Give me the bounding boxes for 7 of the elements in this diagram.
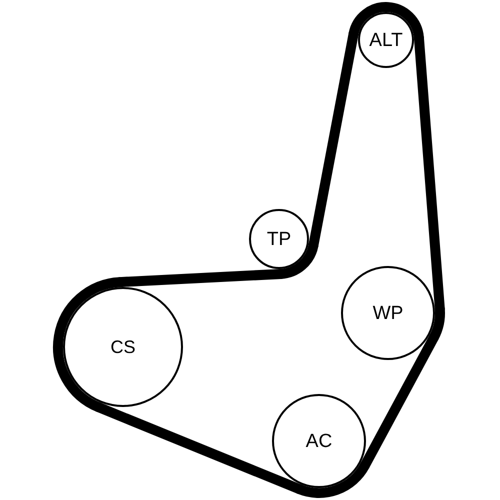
pulley-label: AC — [306, 432, 332, 450]
pulley-label: ALT — [369, 30, 403, 50]
pulley-label: WP — [372, 304, 404, 322]
belt-segment — [360, 332, 439, 471]
pulley-label: CS — [110, 338, 136, 356]
belt-segment — [93, 402, 304, 494]
pulley-label: TP — [266, 230, 292, 248]
